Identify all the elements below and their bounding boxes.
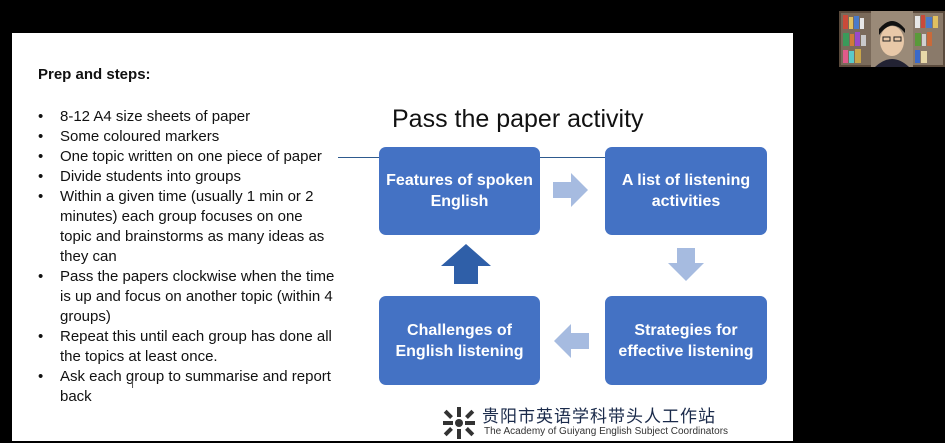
arrow-up-icon [441, 244, 491, 284]
box-features-of-spoken-english: Features of spoken English [379, 147, 540, 235]
list-item: Pass the papers clockwise when the time … [36, 267, 336, 327]
box-strategies-for-effective-listening: Strategies for effective listening [605, 296, 767, 385]
steps-list: 8-12 A4 size sheets of paper Some colour… [36, 107, 336, 407]
academy-logo-icon [443, 407, 475, 439]
list-item: Ask each group to summarise and report b… [36, 367, 336, 407]
list-item: One topic written on one piece of paper [36, 147, 336, 167]
activity-title: Pass the paper activity [392, 105, 644, 133]
prep-heading: Prep and steps: [38, 66, 151, 83]
text-cursor-icon: I [131, 379, 135, 391]
arrow-left-icon [554, 324, 589, 358]
box-list-of-listening-activities: A list of listening activities [605, 147, 767, 235]
arrow-down-icon [668, 248, 704, 281]
presentation-slide: Prep and steps: 8-12 A4 size sheets of p… [12, 33, 793, 441]
list-item: Within a given time (usually 1 min or 2 … [36, 187, 336, 267]
divider-line [338, 157, 742, 158]
list-item: 8-12 A4 size sheets of paper [36, 107, 336, 127]
arrow-right-icon [553, 173, 588, 207]
brand-english-name: The Academy of Guiyang English Subject C… [484, 426, 729, 437]
list-item: Repeat this until each group has done al… [36, 327, 336, 367]
brand-chinese-name: 贵阳市英语学科带头人工作站 [482, 407, 716, 426]
webcam-thumbnail [839, 11, 945, 67]
box-challenges-of-english-listening: Challenges of English listening [379, 296, 540, 385]
list-item: Divide students into groups [36, 167, 336, 187]
list-item: Some coloured markers [36, 127, 336, 147]
